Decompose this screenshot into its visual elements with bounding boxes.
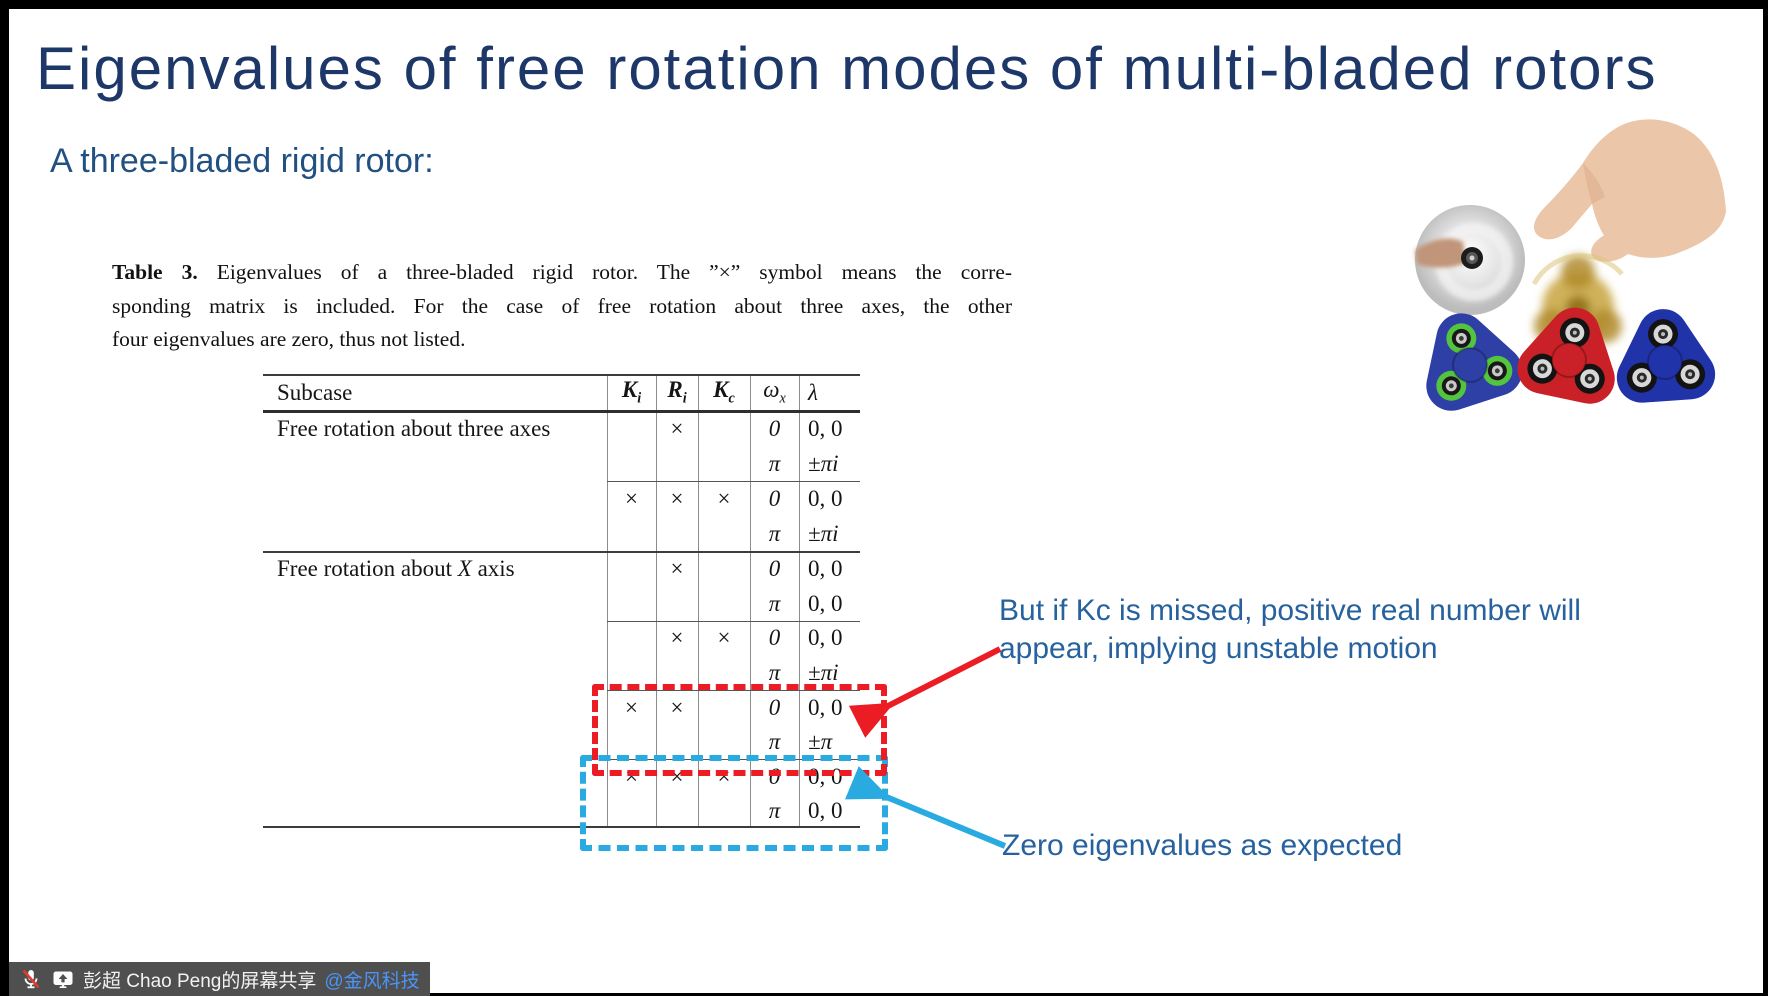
cell-omega: π — [768, 659, 781, 685]
cell-lambda: 0, 0 — [808, 625, 843, 650]
presenter-label: 彭超 Chao Peng的屏幕共享 — [83, 970, 317, 992]
cell-omega: π — [768, 798, 781, 823]
spinning-photo-inset — [1415, 205, 1525, 315]
table-row-unstable: × × 0 0, 0 — [263, 690, 860, 725]
cell-ki: × — [625, 694, 638, 720]
table-caption: Table 3. Eigenvalues of a three-bladed r… — [112, 256, 1012, 357]
cell-ki — [607, 551, 656, 586]
header-subcase: Subcase — [277, 379, 353, 405]
cell-lambda: ±πi — [808, 450, 839, 476]
cell-omega: 0 — [768, 555, 781, 581]
cell-ri: × — [670, 555, 684, 581]
window-border-left — [0, 0, 9, 996]
cell-lambda: 0, 0 — [808, 763, 843, 789]
cell-lambda: 0, 0 — [808, 590, 843, 616]
table-row: π 0, 0 — [263, 586, 860, 621]
table-row: × × × 0 0, 0 — [263, 481, 860, 516]
caption-line: Eigenvalues of a three-bladed rigid roto… — [216, 260, 1013, 284]
slide-title: Eigenvalues of free rotation modes of mu… — [36, 35, 1658, 102]
cell-ki: × — [625, 485, 638, 511]
fidget-spinner-image — [1415, 119, 1726, 411]
cell-lambda: 0, 0 — [808, 798, 843, 823]
cell-lambda: 0, 0 — [808, 415, 843, 441]
cell-kc: × — [717, 625, 731, 650]
blue-arrow — [844, 766, 1007, 849]
mention-link[interactable]: @金风科技 — [324, 970, 420, 992]
screen-share-bar: 彭超 Chao Peng的屏幕共享 @金风科技 — [9, 962, 430, 996]
red-dashed-highlight-box — [592, 684, 887, 776]
cell-lambda: ±πi — [808, 520, 839, 546]
cell-omega: π — [768, 520, 781, 546]
cell-ri: × — [670, 415, 684, 441]
table-row: π ±πi — [263, 655, 860, 690]
zero-annotation: Zero eigenvalues as expected — [1002, 829, 1403, 862]
cell-lambda: 0, 0 — [808, 485, 843, 511]
table-row: × × 0 0, 0 — [263, 621, 860, 655]
cell-kc: × — [717, 763, 731, 789]
motion-blur-arc — [1531, 253, 1624, 286]
header-omega-x: ωx — [763, 377, 786, 407]
table-row-zero: π 0, 0 — [263, 794, 860, 828]
window-border-bottom — [0, 993, 1768, 996]
header-ki: Ki — [621, 377, 642, 407]
unstable-annotation: But if Kc is missed, positive real numbe… — [999, 594, 1581, 665]
header-ri: Ri — [667, 377, 687, 407]
cell-lambda: 0, 0 — [808, 694, 843, 720]
cell-lambda: ±πi — [808, 659, 839, 685]
cell-kc — [698, 411, 750, 446]
cell-omega: 0 — [768, 485, 781, 511]
eigenvalue-table: Subcase Ki Ri Kc ωx λ Free rotation abou… — [263, 374, 860, 828]
window-border-right — [1763, 0, 1768, 996]
blue-spinner — [1616, 309, 1716, 403]
screen-share-icon — [53, 971, 73, 988]
table-row: Free rotation about X axis × 0 0, 0 — [263, 551, 860, 586]
cell-kc — [698, 551, 750, 586]
caption-line: sponding matrix is included. For the cas… — [112, 293, 1012, 318]
header-kc: Kc — [713, 377, 735, 407]
cell-ri: × — [670, 485, 684, 511]
cell-lambda: ±π — [808, 729, 833, 754]
cell-omega: π — [768, 590, 781, 616]
cell-ki: × — [625, 763, 638, 789]
cell-subcase: Free rotation about X axis — [277, 555, 515, 581]
red-arrow — [848, 646, 1002, 738]
slide-subtitle: A three-bladed rigid rotor: — [50, 142, 434, 180]
cell-omega: π — [768, 729, 781, 754]
microphone-muted-icon — [22, 969, 40, 989]
caption-label: Table 3. — [112, 260, 198, 284]
cell-omega: 0 — [768, 694, 781, 720]
table-row-zero: × × × 0 0, 0 — [263, 759, 860, 794]
cell-kc: × — [717, 485, 731, 511]
cell-omega: 0 — [768, 625, 781, 650]
red-spinner — [1517, 307, 1615, 404]
cell-omega: 0 — [768, 415, 781, 441]
table-row-unstable: π ±π — [263, 725, 860, 759]
cell-omega: 0 — [768, 763, 781, 789]
table-row: π ±πi — [263, 516, 860, 551]
cell-ri: × — [670, 625, 684, 650]
table-row: π ±πi — [263, 446, 860, 481]
cell-ri: × — [670, 763, 684, 789]
blue-green-spinner — [1426, 313, 1523, 411]
header-lambda: λ — [808, 379, 818, 405]
hand-photo — [1533, 119, 1726, 262]
cell-omega: π — [768, 450, 781, 476]
cell-lambda: 0, 0 — [808, 555, 843, 581]
cell-ki — [607, 411, 656, 446]
cell-ri: × — [670, 694, 684, 720]
caption-line: four eigenvalues are zero, thus not list… — [112, 327, 466, 351]
table-header-row: Subcase Ki Ri Kc ωx λ — [263, 374, 860, 411]
cell-subcase: Free rotation about three axes — [277, 415, 551, 441]
table-row: Free rotation about three axes × 0 0, 0 — [263, 411, 860, 446]
window-border-top — [0, 0, 1768, 9]
